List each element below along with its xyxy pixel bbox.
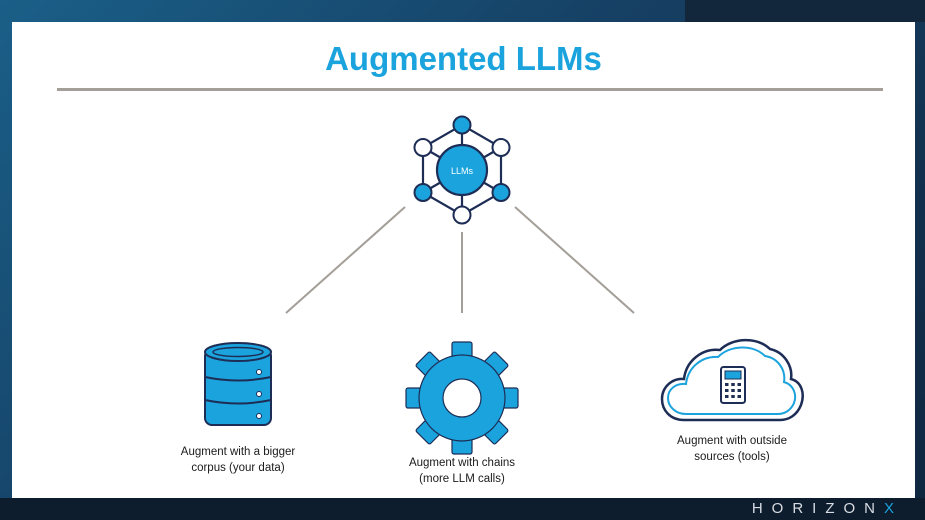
brand-logo: HORIZONX (751, 500, 903, 517)
connector-left (285, 206, 406, 314)
hub-label: LLMs (451, 166, 474, 176)
network-hexagon-icon: LLMs (413, 115, 511, 225)
hub-core (435, 143, 489, 197)
corner-band (685, 0, 925, 22)
page-title: Augmented LLMs (325, 40, 602, 77)
database-icon (204, 342, 272, 426)
caption-chains: Augment with chains (more LLM calls) (408, 457, 516, 485)
gear-icon (405, 341, 519, 455)
footer-band (0, 498, 925, 520)
cloud-calculator-icon (660, 338, 804, 422)
title-divider (57, 88, 883, 91)
caption-corpus: Augment with a bigger corpus (your data) (180, 446, 296, 474)
slide-canvas: Augmented LLMs LLMs (12, 22, 915, 498)
diagram-canvas: LLMs (204, 115, 804, 455)
caption-tools: Augment with outside sources (tools) (677, 435, 787, 463)
connector-right (514, 206, 635, 314)
